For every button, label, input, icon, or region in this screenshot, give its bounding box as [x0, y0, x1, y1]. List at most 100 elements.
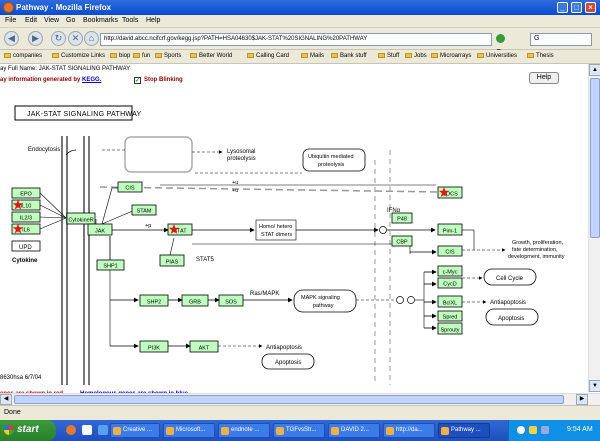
stop-blinking-toggle[interactable]: ✓Stop Blinking	[134, 77, 183, 84]
bookmark-biop[interactable]: biop	[110, 53, 130, 59]
mapk-pathway-box[interactable]	[293, 289, 357, 313]
home-icon[interactable]: ⌂	[84, 31, 99, 46]
ie-quicklaunch-icon[interactable]	[82, 425, 92, 435]
bookmark-universities[interactable]: Universities	[477, 53, 517, 59]
label-plus-p: +p	[145, 223, 151, 229]
menu-tools[interactable]: Tools	[122, 17, 139, 24]
taskbar-item[interactable]: http://da...	[383, 423, 435, 438]
scroll-down-icon[interactable]: ▼	[589, 380, 600, 392]
label-cytokine: Cytokine	[12, 258, 38, 264]
gene-box[interactable]	[437, 295, 463, 308]
bookmark-fun[interactable]: fun	[133, 53, 150, 59]
bookmark-microarrays[interactable]: Microarrays	[431, 53, 471, 59]
vertical-scrollbar[interactable]: ▲ ▼	[588, 64, 600, 392]
gene-box[interactable]	[437, 186, 463, 199]
taskbar-item-active[interactable]: Pathway ...	[438, 423, 490, 438]
bookmark-jobs[interactable]: Jobs	[405, 53, 427, 59]
start-button[interactable]: start	[0, 420, 56, 441]
menu-bookmarks[interactable]: Bookmarks	[83, 17, 119, 24]
apoptosis-box[interactable]	[485, 308, 539, 326]
label-antiapoptosis: Antiapoptosis	[490, 300, 526, 306]
menu-edit[interactable]: Edit	[25, 17, 38, 24]
gene-label: JAK	[95, 229, 105, 235]
forward-icon[interactable]: ▶	[28, 31, 43, 46]
gene-box[interactable]	[218, 294, 244, 307]
pathway-content: JAK-STAT SIGNALING PATHWAY Endocytosis L…	[0, 92, 588, 392]
taskbar-item[interactable]: endnote ...	[218, 423, 270, 438]
gene-box[interactable]	[139, 294, 169, 307]
tray-icon[interactable]	[517, 426, 525, 434]
windows-logo-icon	[4, 425, 14, 435]
back-icon[interactable]: ◀	[4, 31, 19, 46]
kegg-link[interactable]: KEGG.	[82, 77, 102, 83]
gene-box[interactable]	[131, 204, 157, 216]
cell-cycle-box[interactable]	[483, 268, 537, 286]
gene-label: EPO	[20, 192, 32, 198]
menu-help[interactable]: Help	[146, 17, 161, 24]
tray-icon[interactable]	[529, 426, 537, 434]
gene-box[interactable]	[391, 235, 413, 247]
bookmark-calling-card[interactable]: Calling Card	[247, 53, 289, 59]
minimize-icon[interactable]: _	[557, 2, 568, 13]
gene-box[interactable]	[437, 277, 463, 289]
gene-box[interactable]	[189, 340, 219, 353]
gene-box[interactable]	[391, 212, 413, 224]
horizontal-scrollbar[interactable]: ◀ ▶	[0, 393, 600, 405]
app-icon	[441, 427, 449, 435]
label-apoptosis-2: Apoptosis	[275, 360, 301, 366]
scroll-thumb[interactable]	[590, 78, 600, 238]
bookmark-customize-links[interactable]: Customize Links	[52, 53, 105, 59]
gene-box[interactable]	[181, 294, 209, 307]
label-mapk-1: MAPK signaling	[301, 295, 340, 301]
bookmark-better-world[interactable]: Better World	[190, 53, 232, 59]
tray-icon[interactable]	[541, 426, 549, 434]
bookmark-stuff[interactable]: Stuff	[378, 53, 399, 59]
gene-box[interactable]	[117, 181, 143, 193]
menu-file[interactable]: File	[5, 17, 17, 24]
scroll-left-icon[interactable]: ◀	[0, 394, 12, 405]
stop-icon[interactable]: ✕	[68, 31, 83, 46]
bookmark-mails[interactable]: Mails	[301, 53, 324, 59]
taskbar-item[interactable]: TGFvsStr...	[273, 423, 325, 438]
gene-box[interactable]	[167, 223, 193, 236]
gene-box[interactable]	[139, 340, 169, 353]
reload-icon[interactable]: ↻	[51, 31, 66, 46]
apoptosis-box-2[interactable]	[261, 353, 315, 370]
gene-box[interactable]	[437, 265, 463, 277]
scroll-right-icon[interactable]: ▶	[576, 394, 588, 405]
maximize-icon[interactable]: □	[571, 2, 582, 13]
taskbar-item[interactable]: Creative ...	[110, 423, 160, 438]
gene-box[interactable]	[87, 223, 113, 236]
gene-box[interactable]	[11, 187, 41, 199]
desktop-quicklaunch-icon[interactable]	[98, 425, 108, 435]
bookmark-companies[interactable]: companies	[4, 53, 42, 59]
gene-box[interactable]	[96, 259, 125, 271]
taskbar-item[interactable]: Microsoft...	[163, 423, 215, 438]
gene-box[interactable]	[437, 310, 463, 322]
gene-box[interactable]	[66, 212, 96, 225]
lysosome-box	[124, 136, 193, 173]
clock: 9:54 AM	[567, 426, 593, 433]
gene-box[interactable]	[11, 199, 41, 211]
scroll-up-icon[interactable]: ▲	[589, 64, 600, 76]
close-icon[interactable]: ×	[585, 2, 596, 13]
help-button[interactable]: Help	[529, 72, 559, 84]
search-input[interactable]: G	[530, 33, 592, 46]
gene-box[interactable]	[437, 322, 463, 335]
go-button[interactable]: Go	[496, 33, 516, 56]
address-bar[interactable]: http://david.abcc.ncifcrf.gov/kegg.jsp?P…	[100, 33, 492, 46]
bookmark-sports[interactable]: Sports	[155, 53, 181, 59]
firefox-quicklaunch-icon[interactable]	[66, 425, 76, 435]
bookmark-thesis[interactable]: Thesis	[527, 53, 554, 59]
menu-view[interactable]: View	[44, 17, 60, 24]
checkbox-icon[interactable]: ✓	[134, 77, 141, 84]
gene-box[interactable]	[159, 254, 185, 267]
gene-box[interactable]	[437, 245, 463, 257]
gene-box[interactable]	[437, 223, 463, 236]
hscroll-thumb[interactable]	[14, 395, 564, 404]
menu-go[interactable]: Go	[66, 17, 76, 24]
gene-box[interactable]	[11, 211, 41, 223]
gene-box[interactable]	[11, 223, 41, 235]
taskbar-item[interactable]: DAVID 2...	[328, 423, 380, 438]
bookmark-bank-stuff[interactable]: Bank stuff	[331, 53, 367, 59]
